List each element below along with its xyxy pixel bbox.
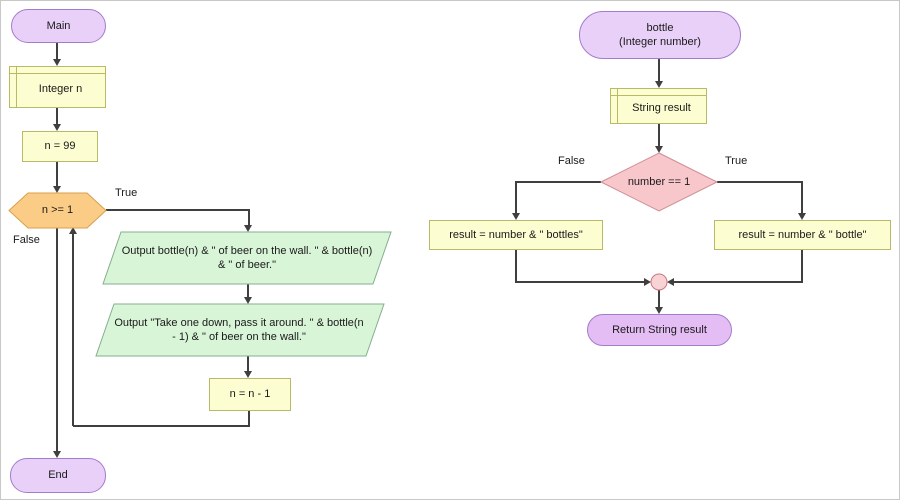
declare-integer-n-label: Integer n (38, 83, 83, 96)
loop-condition-hexagon[interactable] (8, 192, 107, 229)
main-start-label: Main (46, 19, 71, 32)
arrowhead (655, 307, 663, 314)
arrowhead (53, 186, 61, 193)
decrement-assignment-label: n = n - 1 (229, 388, 271, 401)
return-terminal[interactable]: Return String result (587, 314, 732, 346)
join-circle (650, 273, 668, 291)
output2-parallelogram[interactable] (95, 303, 385, 357)
arrowhead (244, 371, 252, 378)
output1-parallelogram[interactable] (102, 231, 392, 285)
declare-string-result-box[interactable]: String result (610, 88, 707, 124)
arrowhead (512, 213, 520, 220)
declare-string-result-label: String result (632, 102, 691, 115)
arrowhead (53, 451, 61, 458)
true-assignment-label: result = number & " bottle" (738, 228, 867, 241)
main-end-label: End (48, 469, 68, 482)
arrowhead (644, 278, 651, 286)
arrowhead (655, 81, 663, 88)
declare-box-rule (611, 95, 706, 96)
loop-true-label: True (115, 187, 138, 199)
main-end-terminal[interactable]: End (10, 458, 106, 493)
bottle-start-label: bottle (Integer number) (619, 21, 701, 48)
arrowhead (53, 59, 61, 66)
init-assignment-box[interactable]: n = 99 (22, 131, 98, 162)
loop-false-label: False (13, 234, 40, 246)
declare-box-rule (16, 67, 17, 107)
init-assignment-label: n = 99 (44, 140, 76, 153)
bottle-start-terminal[interactable]: bottle (Integer number) (579, 11, 741, 59)
connector-true-assign-to-join (672, 249, 803, 283)
declare-box-rule (10, 73, 105, 74)
declare-integer-n-box[interactable]: Integer n (9, 66, 106, 108)
declare-box-rule (617, 89, 618, 123)
decision-condition-text[interactable]: number == 1 (627, 175, 691, 188)
arrowhead (244, 225, 252, 232)
decision-diamond[interactable] (599, 152, 719, 212)
arrowhead (244, 297, 252, 304)
connector-loop-true-branch (106, 209, 250, 227)
decision-false-label: False (558, 155, 585, 167)
arrowhead (53, 124, 61, 131)
connector-decision-false-branch (515, 181, 601, 215)
output1-text[interactable]: Output bottle(n) & " of beer on the wall… (121, 244, 373, 271)
main-start-terminal[interactable]: Main (11, 9, 106, 43)
arrowhead (798, 213, 806, 220)
arrowhead (667, 278, 674, 286)
connector-decision-true-branch (717, 181, 803, 215)
true-assignment-box[interactable]: result = number & " bottle" (714, 220, 891, 250)
arrowhead (69, 227, 77, 234)
decrement-assignment-box[interactable]: n = n - 1 (209, 378, 291, 411)
arrowhead (655, 146, 663, 153)
connector-false-assign-to-join (515, 249, 646, 283)
loop-condition-text[interactable]: n >= 1 (41, 204, 74, 217)
return-label: Return String result (612, 323, 707, 336)
output2-text[interactable]: Output "Take one down, pass it around. "… (114, 316, 364, 343)
false-assignment-box[interactable]: result = number & " bottles" (429, 220, 603, 250)
false-assignment-label: result = number & " bottles" (449, 228, 583, 241)
connector-loop-back (72, 232, 250, 427)
decision-true-label: True (725, 155, 748, 167)
